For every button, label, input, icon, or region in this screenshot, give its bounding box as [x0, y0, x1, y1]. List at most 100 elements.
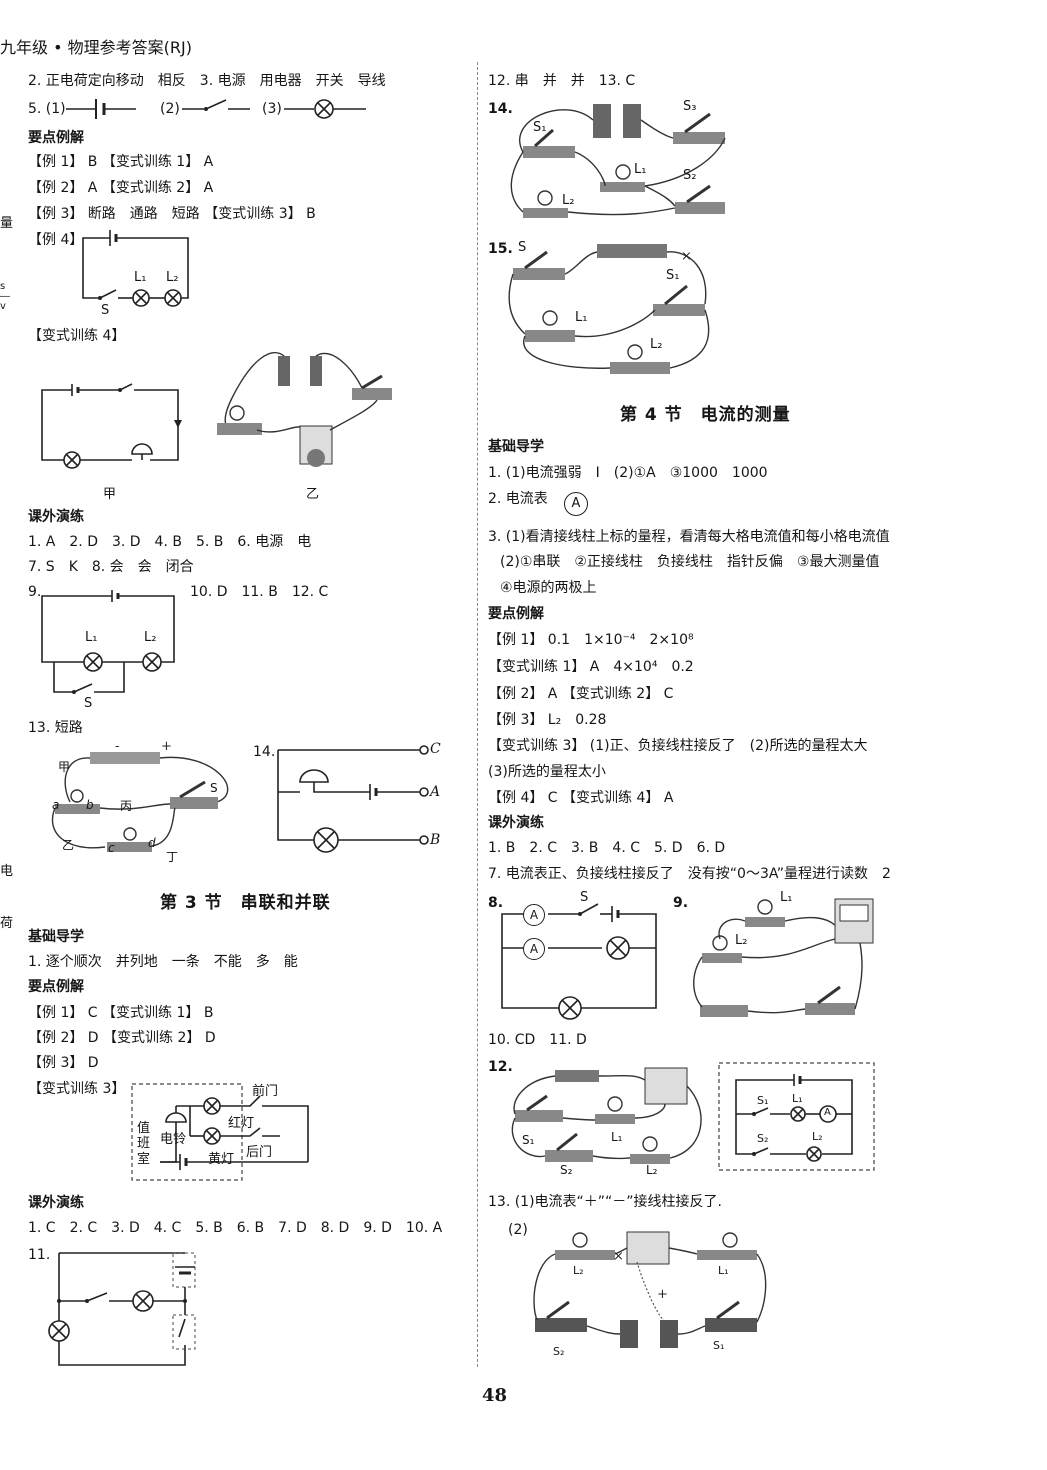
k12-wiring — [511, 1067, 702, 1164]
answer-line: 13. (1)电流表“＋”“－”接线柱接反了. — [488, 1194, 723, 1210]
circuit-label: L₁ — [134, 270, 147, 285]
answer-label: 11. — [28, 1247, 51, 1263]
figure-caption: 乙 — [306, 487, 320, 502]
section-heading: 课外演练 — [28, 1195, 84, 1211]
circuit-label: d — [148, 836, 156, 850]
answer-line: 【例 3】 L₂ 0.28 — [488, 712, 607, 728]
terminal-label: C — [430, 741, 441, 757]
margin-char: 量 — [0, 216, 14, 231]
circuit-label: L₂ — [646, 1163, 658, 1177]
answer-label: 8. — [488, 895, 504, 911]
circuit-label: 班 — [137, 1136, 151, 1151]
circuit-label: a — [52, 798, 60, 812]
answer-line: 【例 4】 — [28, 232, 84, 248]
section-heading: 要点例解 — [28, 979, 84, 995]
answer-line: 【例 1】 C 【变式训练 1】 B — [28, 1005, 214, 1021]
section-heading: 基础导学 — [28, 929, 84, 945]
circuit-label: 甲 — [58, 760, 71, 774]
answer-label: 9. — [28, 584, 42, 600]
answer-line: 【例 2】 D 【变式训练 2】 D — [28, 1030, 216, 1046]
ammeter-symbol: A — [523, 904, 545, 926]
k9-wiring — [693, 898, 874, 1017]
answer-line: 3. (1)看清接线柱上标的量程，看清每大格电流值和每小格电流值 — [488, 529, 890, 545]
answer-label: 9. — [673, 895, 689, 911]
circuit-label: 乙 — [62, 838, 75, 852]
answer-line: 10. CD 11. D — [488, 1032, 587, 1048]
margin-char: 荷 — [0, 916, 14, 931]
circuit-label: S — [84, 696, 93, 711]
circuit-label: S₂ — [683, 168, 697, 183]
circuit-label: 前门 — [252, 1084, 279, 1099]
answer-line: 【例 3】 断路 通路 短路 【变式训练 3】 B — [28, 206, 316, 222]
circuit-label: 后门 — [246, 1145, 273, 1160]
svg-text:×: × — [681, 249, 692, 264]
circuit-label: S — [101, 303, 110, 318]
circuit-label: L₁ — [718, 1264, 729, 1277]
circuit-label: L₂ — [166, 270, 179, 285]
answer-line: 【变式训练 1】 A 4×10⁴ 0.2 — [488, 659, 694, 675]
q9-circuit — [41, 590, 175, 694]
margin-fraction: s―v — [0, 281, 10, 312]
answer-line: 【变式训练 4】 — [28, 328, 126, 344]
circuit-label: A — [824, 1107, 831, 1118]
answer-line: 【例 2】 A 【变式训练 2】 A — [28, 180, 214, 196]
section-heading: 要点例解 — [28, 130, 84, 146]
answer-line: 1. B 2. C 3. B 4. C 5. D 6. D — [488, 840, 726, 856]
circuit-label: L₂ — [812, 1130, 823, 1143]
circuit-label: 丙 — [120, 799, 133, 813]
k12-schematic — [718, 1062, 875, 1171]
ammeter-symbol: A — [523, 938, 545, 960]
figure-caption: 甲 — [103, 487, 117, 502]
circuit-label: 红灯 — [228, 1116, 255, 1131]
answer-line: 【例 1】 0.1 1×10⁻⁴ 2×10⁸ — [488, 632, 694, 648]
example4-circuit — [82, 230, 189, 307]
circuit-label: L₁ — [792, 1092, 803, 1105]
circuit-label: L₁ — [85, 630, 98, 645]
circuit-label: 丁 — [166, 850, 179, 864]
circuit-label: L₁ — [611, 1130, 623, 1144]
section-title: 第 4 节 电流的测量 — [620, 405, 791, 425]
answer-line: 10. D 11. B 12. C — [190, 584, 329, 600]
answer-line: (2)①串联 ②正接线柱 负接线柱 指针反偏 ③最大测量值 — [500, 554, 880, 570]
circuit-label: S₂ — [757, 1132, 769, 1145]
r14-wiring — [510, 104, 726, 218]
circuit-label: S₂ — [553, 1345, 565, 1358]
circuit-label: 电铃 — [160, 1132, 187, 1147]
section-heading: 课外演练 — [488, 815, 544, 831]
circuit-label: b — [86, 798, 94, 812]
circuit-label: S₁ — [522, 1133, 535, 1147]
answer-line: 【变式训练 3】 — [28, 1081, 126, 1097]
answer-label: (3) — [262, 101, 282, 117]
answer-line: 7. S K 8. 会 会 闭合 — [28, 559, 194, 575]
answer-label: 12. — [488, 1059, 513, 1075]
answer-line: 【例 3】 D — [28, 1055, 99, 1071]
column-divider — [477, 62, 478, 1367]
section-heading: 要点例解 — [488, 606, 544, 622]
k13-wiring: ×+ — [533, 1231, 767, 1348]
answer-line: 2. 正电荷定向移动 相反 3. 电源 用电器 开关 导线 — [28, 73, 386, 89]
answer-line: 1. (1)电流强弱 I (2)①A ③1000 1000 — [488, 465, 768, 481]
circuit-label: L₁ — [780, 890, 793, 905]
answer-label: 15. — [488, 241, 513, 257]
svg-text:-: - — [115, 739, 119, 754]
circuit-label: S₂ — [560, 1163, 573, 1177]
q11-circuit — [48, 1252, 196, 1366]
lamp-symbol — [284, 99, 366, 119]
page-header-title: 九年级 • 物理参考答案(RJ) — [0, 38, 192, 57]
answer-label: 14. — [253, 744, 276, 760]
answer-line: 13. 短路 — [28, 720, 83, 736]
answer-label: (2) — [508, 1222, 528, 1238]
variant3-doorbell-circuit — [131, 1083, 309, 1181]
circuit-label: S₁ — [757, 1094, 769, 1107]
answer-line: 1. 逐个顺次 并列地 一条 不能 多 能 — [28, 954, 298, 970]
circuit-label: S₃ — [683, 99, 697, 114]
section-title: 第 3 节 串联和并联 — [160, 893, 331, 913]
circuit-label: L₂ — [573, 1264, 584, 1277]
section-heading: 课外演练 — [28, 509, 84, 525]
circuit-label: L₂ — [144, 630, 157, 645]
circuit-label: S — [518, 240, 527, 255]
circuit-label: S₁ — [533, 120, 547, 135]
circuit-label: 值 — [137, 1121, 151, 1136]
answer-label: (2) — [160, 101, 180, 117]
q14-circuit — [277, 745, 429, 853]
